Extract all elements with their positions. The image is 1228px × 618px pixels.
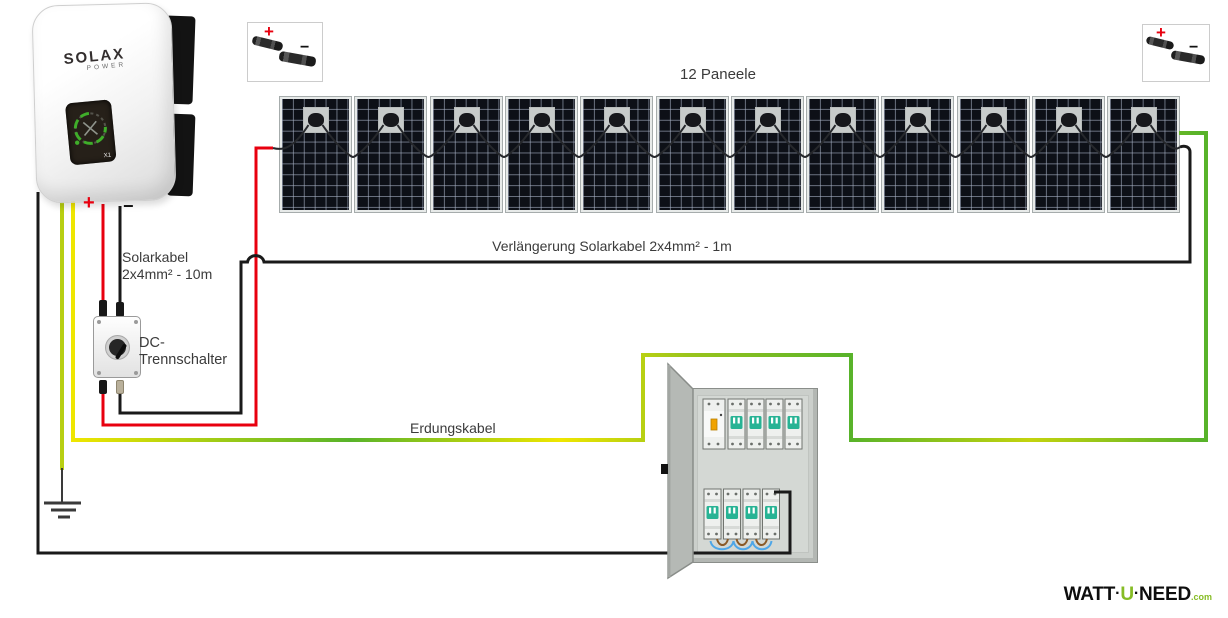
dc-switch-label: DC- Trennschalter (139, 335, 227, 369)
panel-count-label: 12 Paneele (680, 66, 756, 83)
plus-label: + (83, 192, 95, 214)
junction-box (378, 107, 404, 133)
breaker (742, 488, 761, 540)
breaker (784, 398, 803, 450)
mc4-connector-left: + − (247, 22, 323, 82)
solar-panel (656, 96, 729, 213)
solar-panel (957, 96, 1030, 213)
rotary-knob[interactable] (105, 335, 130, 360)
phase-jumper-wire (716, 538, 768, 546)
rcd-breaker (702, 398, 726, 450)
solar-panel (505, 96, 578, 213)
earth-ground-symbol (44, 468, 81, 519)
breaker (723, 488, 741, 540)
junction-box (830, 107, 856, 133)
solar-panel (1107, 96, 1180, 213)
distribution-cabinet (690, 388, 818, 563)
breaker (703, 488, 722, 540)
wattuneed-logo: WATT·U·NEED.com (1063, 584, 1212, 605)
plus-label: + (264, 22, 274, 41)
junction-box (755, 107, 781, 133)
dc-input-connector (116, 302, 124, 317)
dc-switch-line2: Trennschalter (139, 352, 228, 369)
dc-input-connector (99, 300, 107, 317)
solar-panel (1032, 96, 1105, 213)
model-label: X1 (103, 152, 112, 159)
inverter-display: X1 (64, 99, 117, 166)
junction-box (905, 107, 931, 133)
door-handle (661, 464, 668, 474)
junction-box (529, 107, 555, 133)
dc-output-connector (116, 380, 124, 394)
minus-label: − (123, 196, 134, 216)
dc-output-connector (99, 380, 107, 394)
logo-tld: .com (1190, 592, 1212, 602)
logo-word1: WATT (1063, 584, 1116, 605)
junction-box (303, 107, 329, 133)
solar-panel (430, 96, 503, 213)
inverter-body: SOLAX POWER X1 (31, 2, 177, 204)
solar-panel (881, 96, 954, 213)
extension-cable-label: Verlängerung Solarkabel 2x4mm² - 1m (492, 238, 732, 254)
solar-cable-line2: 2x4mm² - 10m (122, 265, 213, 282)
switch-body (93, 316, 141, 378)
plus-label: + (1156, 23, 1166, 42)
mc4-female-icon (1170, 50, 1206, 65)
dc-switch-line1: DC- (139, 335, 165, 351)
breaker (762, 488, 780, 540)
solax-inverter: SOLAX POWER X1 (28, 2, 200, 208)
solar-panel (580, 96, 653, 213)
logo-word2: U (1120, 584, 1134, 605)
junction-box (680, 107, 706, 133)
mc4-female-icon (278, 50, 317, 68)
solar-panel (354, 96, 427, 213)
status-led (74, 140, 80, 145)
junction-box (1056, 107, 1082, 133)
minus-label: − (1189, 39, 1199, 56)
solar-panel (279, 96, 352, 213)
breaker (727, 398, 746, 450)
junction-box (1131, 107, 1157, 133)
ground-cable-label: Erdungskabel (410, 420, 496, 436)
dc-disconnect-switch (88, 296, 146, 400)
junction-box (454, 107, 480, 133)
breaker (765, 398, 784, 450)
breaker (746, 398, 765, 450)
cabinet-devices (702, 398, 803, 551)
solar-panel (731, 96, 804, 213)
junction-box (604, 107, 630, 133)
junction-box (981, 107, 1007, 133)
inverter-brand: SOLAX POWER (63, 45, 127, 74)
minus-label: − (300, 39, 310, 56)
mc4-connector-right: + − (1142, 23, 1210, 82)
solar-cable-line1: Solarkabel (122, 249, 189, 265)
mc4-male-icon (1145, 35, 1175, 51)
solar-panel (806, 96, 879, 213)
logo-word3: NEED (1138, 584, 1191, 605)
solar-cable-label: Solarkabel 2x4mm² - 10m (122, 249, 212, 282)
